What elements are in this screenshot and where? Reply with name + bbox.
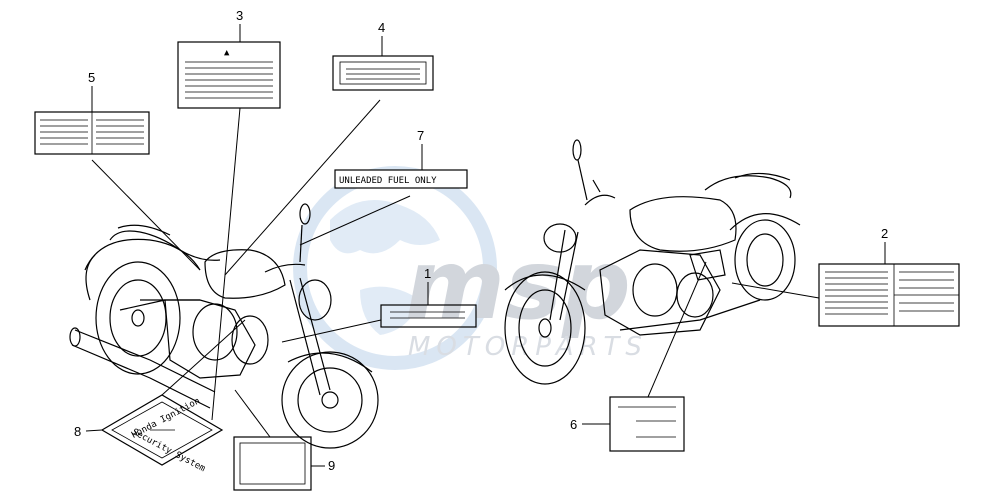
watermark-text: MOTORPARTS <box>408 332 648 362</box>
label-8-security: Honda Ignition Security System <box>100 394 224 474</box>
label-7-fuel: UNLEADED FUEL ONLY <box>334 169 468 189</box>
label-5 <box>34 111 150 155</box>
label-9 <box>233 436 312 491</box>
callout-9: 9 <box>328 458 335 473</box>
callout-4: 4 <box>378 20 385 35</box>
callout-8: 8 <box>74 424 81 439</box>
fuel-label-text: UNLEADED FUEL ONLY <box>339 176 437 186</box>
security-label-line-2: Security System <box>130 427 206 474</box>
label-2 <box>818 263 960 327</box>
label-4 <box>332 55 434 91</box>
motorcycle-left-view <box>69 203 379 449</box>
watermark: msp MOTORPARTS <box>293 166 648 370</box>
callout-3: 3 <box>236 8 243 23</box>
callout-7: 7 <box>417 128 424 143</box>
label-6 <box>609 396 685 452</box>
callout-6: 6 <box>570 417 577 432</box>
motorcycle-right-view <box>504 139 801 385</box>
warning-triangle-icon: ▲ <box>224 48 230 58</box>
watermark-logo: msp <box>405 229 631 341</box>
callout-2: 2 <box>881 226 888 241</box>
callout-5: 5 <box>88 70 95 85</box>
label-3-warning: ▲ <box>177 41 281 109</box>
callout-1: 1 <box>424 266 431 281</box>
